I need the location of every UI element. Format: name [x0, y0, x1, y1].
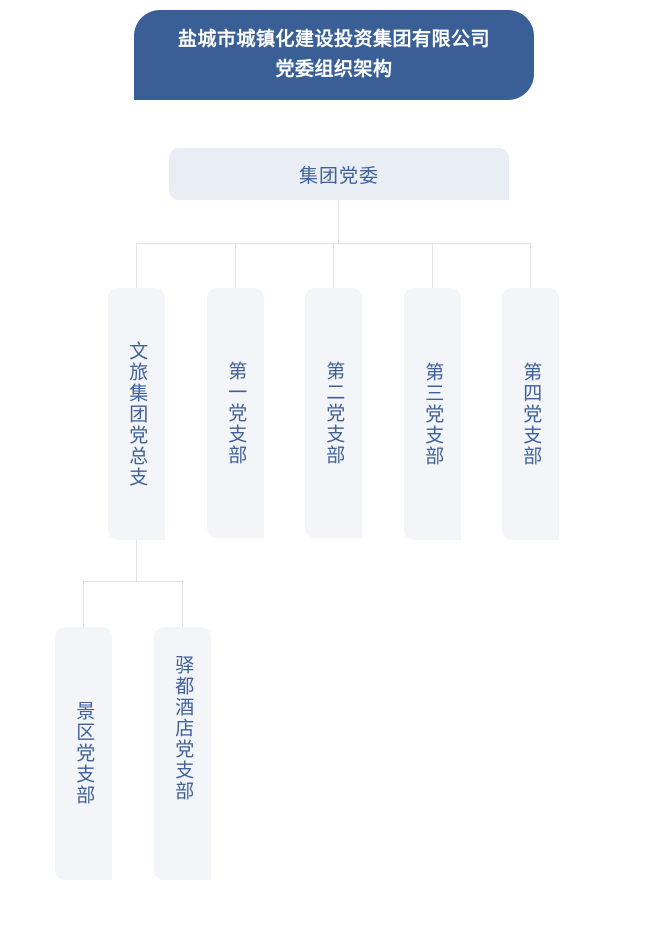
connector-drop-level1-4 [432, 243, 433, 288]
connector-level2-bus [83, 581, 183, 582]
connector-drop-level1-1 [136, 243, 137, 288]
node-label: 驿都酒店党支部 [172, 655, 194, 802]
node-scenic-area-party-branch[interactable]: 景区党支部 [55, 627, 112, 880]
node-label: 第一党支部 [225, 360, 247, 466]
node-label: 第四党支部 [520, 361, 542, 467]
node-culture-tourism-group-party-branch[interactable]: 文旅集团党总支 [108, 288, 165, 540]
node-label: 第二党支部 [323, 360, 345, 466]
connector-drop-level2-2 [182, 581, 183, 627]
node-label: 第三党支部 [422, 361, 444, 467]
connector-drop-level1-2 [235, 243, 236, 288]
connector-drop-level1-5 [530, 243, 531, 288]
node-label: 文旅集团党总支 [126, 340, 148, 488]
node-first-party-branch[interactable]: 第一党支部 [207, 288, 264, 538]
node-label: 景区党支部 [73, 701, 95, 806]
chart-title-line-2: 党委组织架构 [275, 59, 393, 80]
node-fourth-party-branch[interactable]: 第四党支部 [502, 288, 559, 540]
connector-culture-tourism-stem [136, 540, 137, 581]
node-root-group-party-committee[interactable]: 集团党委 [169, 148, 509, 200]
connector-root-stem [338, 200, 339, 243]
node-third-party-branch[interactable]: 第三党支部 [404, 288, 461, 540]
connector-drop-level1-3 [333, 243, 334, 288]
node-yidu-hotel-party-branch[interactable]: 驿都酒店党支部 [154, 627, 211, 880]
node-root-label: 集团党委 [298, 165, 379, 187]
connector-drop-level2-1 [83, 581, 84, 627]
chart-title-line-1: 盐城市城镇化建设投资集团有限公司 [177, 29, 490, 50]
node-second-party-branch[interactable]: 第二党支部 [305, 288, 362, 538]
chart-title-banner: 盐城市城镇化建设投资集团有限公司 党委组织架构 [134, 10, 534, 100]
